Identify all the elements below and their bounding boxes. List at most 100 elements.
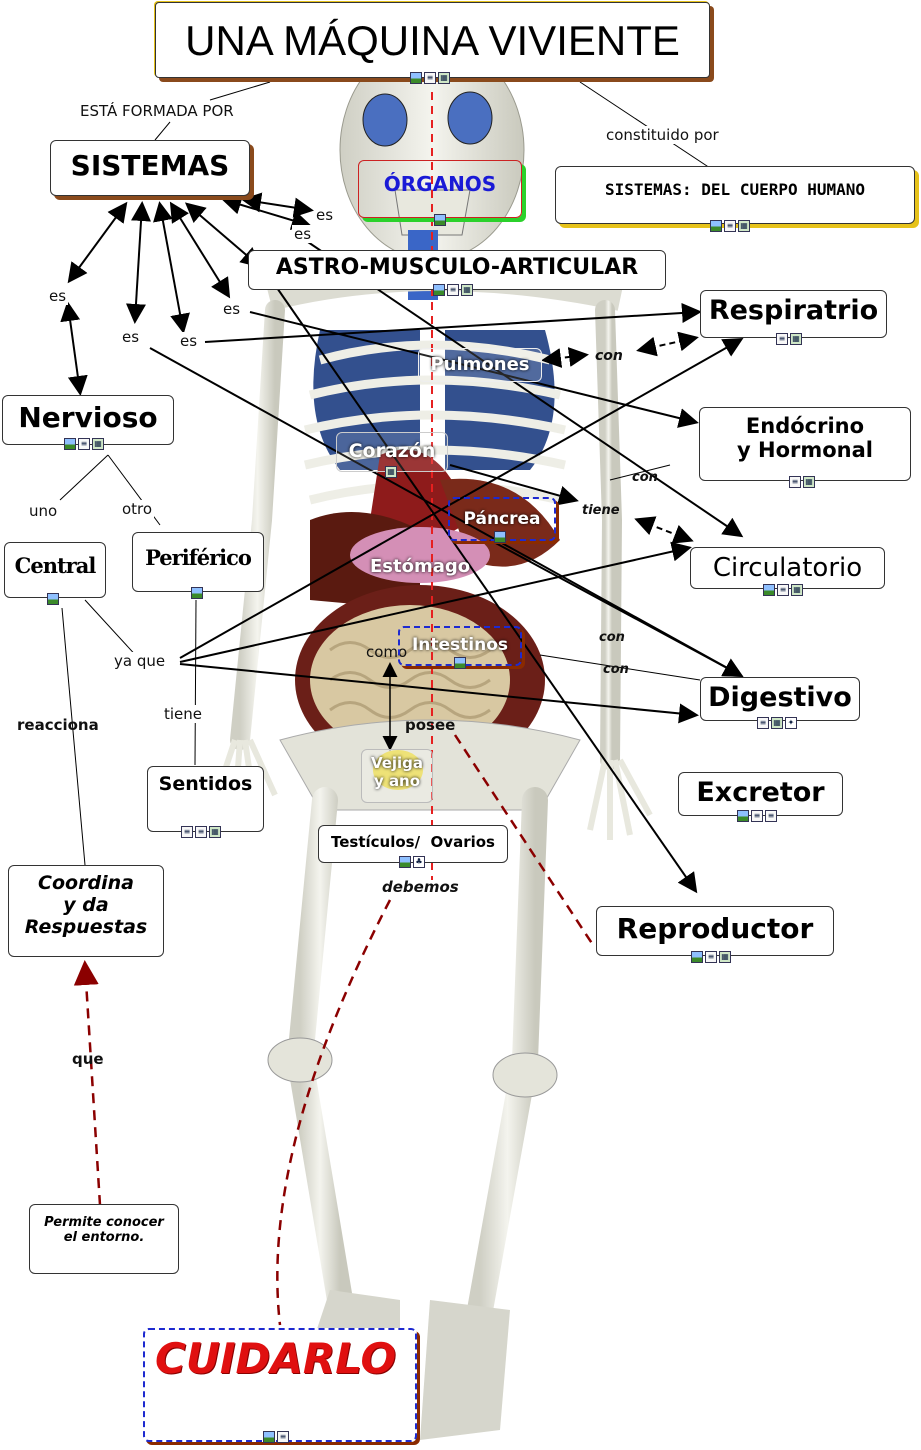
label-debemos: debemos <box>382 878 459 896</box>
node-testiculos-ovarios[interactable]: Testículos/ Ovarios <box>318 825 508 863</box>
video-icon[interactable] <box>791 584 803 596</box>
pancrea-icons[interactable] <box>494 531 506 543</box>
node-coordina[interactable]: Coordina y da Respuestas <box>8 865 164 957</box>
periferico-icons[interactable] <box>191 587 203 599</box>
image-icon[interactable] <box>691 951 703 963</box>
node-permite-conocer[interactable]: Permite conocer el entorno. <box>29 1204 179 1274</box>
digestivo-icons[interactable] <box>757 717 797 729</box>
document-icon[interactable] <box>765 810 777 822</box>
organos-icons[interactable] <box>434 214 446 226</box>
label-esta-formada-por: ESTÁ FORMADA POR <box>78 102 236 120</box>
astro-icons[interactable] <box>433 284 473 296</box>
title-node[interactable]: UNA MÁQUINA VIVIENTE <box>155 2 710 78</box>
image-icon[interactable] <box>47 593 59 605</box>
node-label: ÓRGANOS <box>383 172 497 196</box>
video-icon[interactable] <box>803 476 815 488</box>
node-endocrino[interactable]: Endócrino y Hormonal <box>699 407 911 481</box>
video-icon[interactable] <box>719 951 731 963</box>
nervioso-icons[interactable] <box>64 438 104 450</box>
image-icon[interactable] <box>433 284 445 296</box>
sentidos-icons[interactable] <box>181 826 221 838</box>
video-icon[interactable] <box>209 826 221 838</box>
label-con: con <box>603 662 629 677</box>
video-icon[interactable] <box>771 717 783 729</box>
document-icon[interactable] <box>447 284 459 296</box>
node-digestivo[interactable]: Digestivo <box>700 677 860 721</box>
node-sentidos[interactable]: Sentidos <box>147 766 264 832</box>
endocrino-icons[interactable] <box>789 476 815 488</box>
title-icons[interactable] <box>410 72 450 84</box>
label-otro: otro <box>120 500 155 518</box>
image-icon[interactable] <box>399 856 411 868</box>
document-icon[interactable] <box>181 826 193 838</box>
sistemas-cuerpo-icons[interactable] <box>710 220 750 232</box>
document-icon[interactable] <box>78 438 90 450</box>
document-icon[interactable] <box>705 951 717 963</box>
cuidarlo-icons[interactable] <box>263 1431 289 1443</box>
node-cuidarlo[interactable]: CUIDARLO <box>143 1328 417 1442</box>
document-icon[interactable] <box>776 333 788 345</box>
image-icon[interactable] <box>410 72 422 84</box>
node-reproductor[interactable]: Reproductor <box>596 906 834 956</box>
central-icons[interactable] <box>47 593 59 605</box>
network-icon[interactable] <box>413 856 425 868</box>
document-icon[interactable] <box>724 220 736 232</box>
document-icon[interactable] <box>751 810 763 822</box>
video-icon[interactable] <box>738 220 750 232</box>
node-sistemas-cuerpo-humano[interactable]: SISTEMAS: DEL CUERPO HUMANO <box>555 166 915 224</box>
image-icon[interactable] <box>64 438 76 450</box>
image-icon[interactable] <box>710 220 722 232</box>
node-label: Respuestas <box>24 916 148 938</box>
reproductor-icons[interactable] <box>691 951 731 963</box>
document-icon[interactable] <box>757 717 769 729</box>
label-reacciona: reacciona <box>17 716 99 734</box>
node-label: Pulmones <box>430 354 530 375</box>
node-organos[interactable]: ÓRGANOS <box>358 160 522 218</box>
node-pulmones[interactable]: Pulmones <box>418 348 542 382</box>
testiculos-icons[interactable] <box>399 856 425 868</box>
node-excretor[interactable]: Excretor <box>678 772 843 816</box>
video-icon[interactable] <box>385 466 397 478</box>
label-con: con <box>632 470 658 485</box>
image-icon[interactable] <box>737 810 749 822</box>
node-label: Nervioso <box>18 401 158 434</box>
node-respiratorio[interactable]: Respiratrio <box>700 290 887 338</box>
node-astro-musculo-articular[interactable]: ASTRO-MUSCULO-ARTICULAR <box>248 250 666 290</box>
node-circulatorio[interactable]: Circulatorio <box>690 547 885 589</box>
node-vejiga[interactable]: Vejiga y ano <box>361 749 433 803</box>
node-corazon[interactable]: Corazón <box>336 432 448 472</box>
video-icon[interactable] <box>438 72 450 84</box>
circulatorio-icons[interactable] <box>763 584 803 596</box>
corazon-icons[interactable] <box>385 466 397 478</box>
document-icon[interactable] <box>277 1431 289 1443</box>
image-icon[interactable] <box>263 1431 275 1443</box>
image-icon[interactable] <box>763 584 775 596</box>
image-icon[interactable] <box>191 587 203 599</box>
node-label: Corazón <box>348 440 436 462</box>
document-icon[interactable] <box>424 72 436 84</box>
node-label: Excretor <box>696 777 825 808</box>
node-label: Respiratrio <box>708 295 879 326</box>
image-icon[interactable] <box>434 214 446 226</box>
node-estomago[interactable]: Estómago <box>370 556 471 577</box>
image-icon[interactable] <box>454 657 466 669</box>
label-es: es <box>120 328 142 346</box>
respiratorio-icons[interactable] <box>776 333 802 345</box>
label-ya-que: ya que <box>112 652 168 670</box>
node-periferico[interactable]: Periférico <box>132 532 264 592</box>
video-icon[interactable] <box>790 333 802 345</box>
document-icon[interactable] <box>777 584 789 596</box>
label-uno: uno <box>27 502 60 520</box>
document-icon[interactable] <box>195 826 207 838</box>
node-nervioso[interactable]: Nervioso <box>2 395 174 445</box>
document-icon[interactable] <box>789 476 801 488</box>
image-icon[interactable] <box>494 531 506 543</box>
intestinos-icons[interactable] <box>454 657 466 669</box>
video-icon[interactable] <box>92 438 104 450</box>
node-sistemas[interactable]: SISTEMAS <box>50 140 250 196</box>
excretor-icons[interactable] <box>737 810 777 822</box>
video-icon[interactable] <box>461 284 473 296</box>
activity-icon[interactable] <box>785 717 797 729</box>
label-es: es <box>292 225 314 243</box>
node-central[interactable]: Central <box>4 542 106 598</box>
